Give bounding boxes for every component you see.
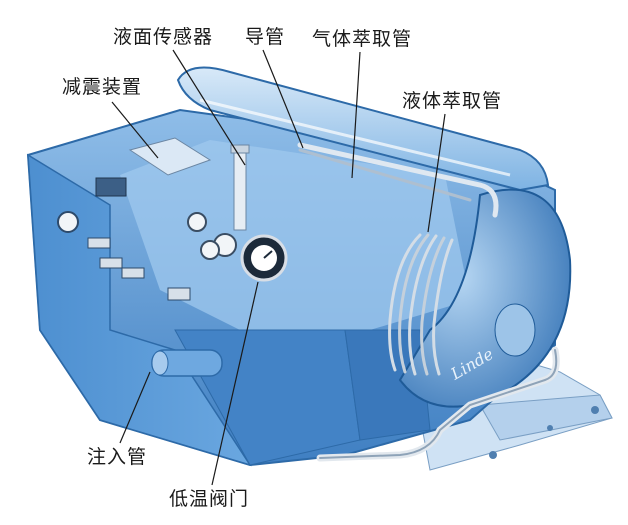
label-gas-extraction-tube: 气体萃取管 <box>312 28 413 50</box>
label-level-sensor: 液面传感器 <box>113 26 214 48</box>
side-valves <box>57 211 191 301</box>
pressure-gauges <box>187 212 288 282</box>
fill-pipe <box>151 349 223 377</box>
label-low-temp-valve: 低温阀门 <box>169 488 250 510</box>
label-fill-tube: 注入管 <box>87 446 148 468</box>
dome-end-cap: Linde <box>398 188 572 408</box>
shock-absorber <box>95 137 212 197</box>
extraction-tubes <box>297 142 560 462</box>
label-guide-tube: 导管 <box>245 26 286 48</box>
label-liquid-extraction-tube: 液体萃取管 <box>402 90 503 112</box>
label-shock-absorber: 减震装置 <box>62 76 143 98</box>
leader-lines <box>111 49 446 486</box>
level-sensor-rod <box>230 144 250 231</box>
